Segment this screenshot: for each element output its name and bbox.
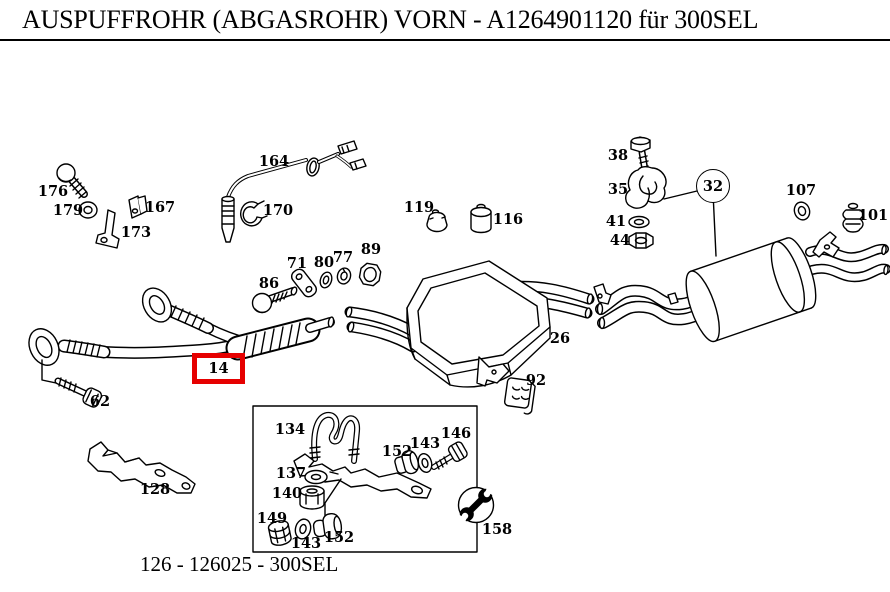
rear-muffler-assembly bbox=[685, 231, 890, 343]
part-116-rubber-mount bbox=[470, 203, 492, 234]
part-152-bushing-upper bbox=[394, 449, 420, 475]
part-77-spring-washer bbox=[336, 267, 352, 285]
part-label-143[interactable]: 143 bbox=[409, 434, 441, 452]
part-170-clamp bbox=[240, 200, 268, 227]
part-164-oxygen-sensor bbox=[221, 140, 367, 243]
part-label-71[interactable]: 71 bbox=[286, 254, 308, 272]
part-107-seal-ring bbox=[793, 201, 811, 221]
wrench-icon bbox=[456, 485, 496, 525]
part-44-nut bbox=[628, 232, 654, 249]
part-label-89[interactable]: 89 bbox=[360, 240, 382, 258]
part-label-62[interactable]: 62 bbox=[89, 392, 111, 410]
part-label-77[interactable]: 77 bbox=[332, 248, 354, 266]
part-label-137[interactable]: 137 bbox=[275, 464, 307, 482]
part-89-nut bbox=[358, 262, 382, 287]
part-41-washer bbox=[628, 215, 650, 229]
muffler-inlet-pipes bbox=[344, 306, 420, 353]
callout-circle[interactable]: 32 bbox=[696, 169, 730, 203]
part-label-116[interactable]: 116 bbox=[492, 210, 524, 228]
part-146-bolt bbox=[431, 441, 468, 470]
part-134-u-bolt bbox=[309, 412, 361, 464]
part-label-170[interactable]: 170 bbox=[262, 201, 294, 219]
inset-detail-box bbox=[252, 405, 496, 553]
part-label-176[interactable]: 176 bbox=[37, 182, 69, 200]
part-label-86[interactable]: 86 bbox=[258, 274, 280, 292]
inset-hanger-bracket bbox=[293, 453, 432, 499]
part-label-140[interactable]: 140 bbox=[271, 484, 303, 502]
part-149-bushing bbox=[267, 520, 292, 546]
part-label-38[interactable]: 38 bbox=[607, 146, 629, 164]
part-86-bolt bbox=[251, 286, 298, 314]
part-92-rubber-block bbox=[503, 377, 536, 415]
part-80-washer bbox=[319, 271, 333, 289]
part-label-128[interactable]: 128 bbox=[139, 480, 171, 498]
callout-leader-lines bbox=[663, 190, 717, 257]
callout-label[interactable]: 32 bbox=[702, 177, 724, 195]
part-173-bracket bbox=[95, 209, 120, 249]
page-title: AUSPUFFROHR (ABGASROHR) VORN - A12649011… bbox=[22, 5, 759, 34]
part-label-101[interactable]: 101 bbox=[857, 206, 889, 224]
part-label-26[interactable]: 26 bbox=[549, 329, 571, 347]
part-label-149[interactable]: 149 bbox=[256, 509, 288, 527]
part-143-washer-upper bbox=[417, 452, 433, 474]
part-label-152[interactable]: 152 bbox=[381, 442, 413, 460]
part-179-grommet bbox=[78, 201, 98, 219]
part-128-bracket-strap bbox=[87, 441, 196, 494]
part-label-80[interactable]: 80 bbox=[313, 253, 335, 271]
part-14-front-pipe bbox=[28, 287, 335, 366]
part-167-clip bbox=[128, 195, 148, 219]
part-label-134[interactable]: 134 bbox=[274, 420, 306, 438]
part-label-143[interactable]: 143 bbox=[290, 534, 322, 552]
part-label-152[interactable]: 152 bbox=[323, 528, 355, 546]
part-62-bolt bbox=[41, 359, 103, 408]
part-137-washer bbox=[304, 469, 328, 485]
part-label-119[interactable]: 119 bbox=[403, 198, 435, 216]
part-label-158[interactable]: 158 bbox=[481, 520, 513, 538]
part-119-mount bbox=[426, 209, 448, 233]
part-label-179[interactable]: 179 bbox=[52, 201, 84, 219]
title-divider bbox=[0, 39, 890, 41]
inset-leader-line bbox=[324, 478, 342, 520]
part-label-92[interactable]: 92 bbox=[525, 371, 547, 389]
selected-part-highlight[interactable]: 14 bbox=[192, 353, 245, 384]
part-label-107[interactable]: 107 bbox=[785, 181, 817, 199]
part-label-35[interactable]: 35 bbox=[607, 180, 629, 198]
part-101-rubber-buffer bbox=[842, 202, 864, 233]
catalog-reference: 126 - 126025 - 300SEL bbox=[140, 552, 339, 576]
part-143-washer-lower bbox=[294, 518, 312, 540]
part-label-146[interactable]: 146 bbox=[440, 424, 472, 442]
part-152-bushing-lower bbox=[312, 512, 343, 540]
part-176-bolt bbox=[56, 163, 88, 199]
part-26-center-muffler bbox=[406, 260, 551, 388]
part-71-flange bbox=[290, 268, 318, 298]
part-label-167[interactable]: 167 bbox=[144, 198, 176, 216]
part-140-nut bbox=[299, 485, 325, 510]
part-label-173[interactable]: 173 bbox=[120, 223, 152, 241]
part-label-44[interactable]: 44 bbox=[609, 231, 631, 249]
part-label-41[interactable]: 41 bbox=[605, 212, 627, 230]
tool-badge-158 bbox=[456, 485, 496, 525]
part-35-hanger bbox=[625, 165, 667, 209]
selected-part-label[interactable]: 14 bbox=[208, 360, 229, 377]
part-label-164[interactable]: 164 bbox=[258, 152, 290, 170]
